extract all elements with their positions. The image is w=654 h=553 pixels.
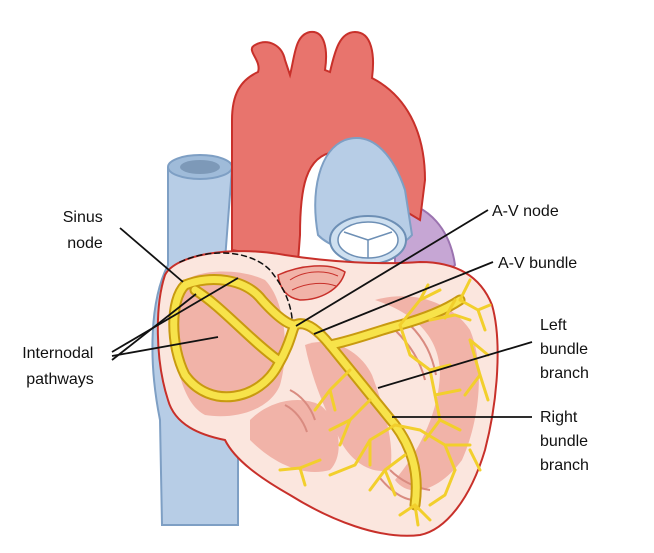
- pulmonary-valve: [329, 215, 407, 265]
- internodal-pathway-posterior: [170, 281, 299, 401]
- label-av-node: A-V node: [492, 203, 559, 220]
- av-bundle-right-branch: [291, 320, 420, 509]
- leader-internodal-1: [111, 277, 239, 353]
- leader-sinus-node: [119, 227, 184, 283]
- leader-lines: [111, 209, 533, 418]
- leader-av-node: [295, 209, 489, 327]
- label-sinus-node: Sinus node: [63, 209, 107, 252]
- leader-internodal-2: [111, 336, 219, 357]
- sinus-node-dashed-path: [179, 252, 293, 319]
- leader-left-branch: [377, 341, 533, 389]
- labels: Sinus node Internodal pathways A-V node …: [22, 203, 593, 474]
- leader-internodal-3: [111, 293, 197, 361]
- leader-av-bundle: [313, 261, 494, 335]
- label-right-bundle-branch: Right bundle branch: [540, 409, 593, 474]
- label-left-bundle-branch: Left bundle branch: [540, 317, 593, 382]
- label-av-bundle: A-V bundle: [498, 255, 577, 272]
- internodal-pathway-anterior: [181, 276, 299, 329]
- label-internodal-pathways: Internodal pathways: [22, 345, 98, 388]
- internodal-pathway-middle: [191, 286, 282, 364]
- conduction-system: [168, 252, 492, 527]
